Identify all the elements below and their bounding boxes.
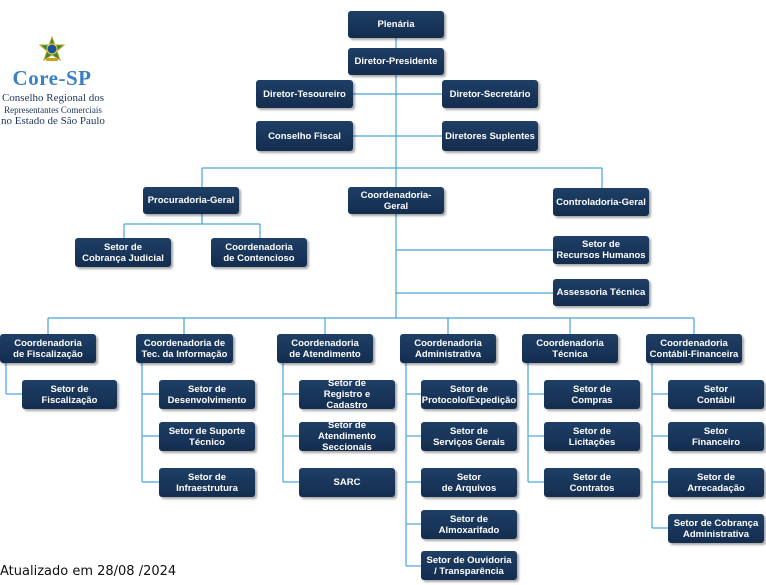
setor-contabil-box: Setor Contábil: [668, 380, 764, 409]
setor-suporte-tecnico-box: Setor de Suporte Técnico: [159, 422, 255, 451]
setor-registro-cadastro-box: Setor de Registro e Cadastro: [299, 378, 395, 411]
procuradoria-geral-box: Procuradoria-Geral: [143, 187, 239, 214]
coordenadoria-administrativa-box: Coordenadoria Administrativa: [400, 334, 496, 363]
setor-licitacoes-box: Setor de Licitações: [544, 422, 640, 451]
conselho-fiscal-box: Conselho Fiscal: [256, 121, 353, 151]
plenaria-box: Plenária: [348, 11, 444, 38]
sarc-box: SARC: [299, 468, 395, 497]
controladoria-geral-box: Controladoria-Geral: [553, 188, 649, 216]
coordenadoria-fiscalizacao-box: Coordenadoria de Fiscalização: [0, 334, 96, 363]
diretor-tesoureiro-box: Diretor-Tesoureiro: [256, 80, 353, 108]
coordenadoria-geral-box: Coordenadoria-Geral: [348, 187, 444, 214]
coordenadoria-contencioso-box: Coordenadoria de Contencioso: [211, 238, 307, 267]
assessoria-tecnica-box: Assessoria Técnica: [553, 279, 649, 306]
setor-cobranca-administrativa-box: Setor de Cobrança Administrativa: [668, 514, 764, 543]
setor-infraestrutura-box: Setor de Infraestrutura: [159, 468, 255, 497]
coordenadoria-contabil-financeira-box: Coordenadoria Contábil-Financeira: [646, 334, 742, 363]
logo-subtitle-line3: no Estado de São Paulo: [1, 115, 105, 127]
setor-ouvidoria-transparencia-box: Setor de Ouvidoria / Transparência: [421, 551, 517, 580]
setor-arrecadacao-box: Setor de Arrecadação: [668, 468, 764, 497]
setor-servicos-gerais-box: Setor de Serviços Gerais: [421, 422, 517, 451]
brazil-coat-of-arms-icon: [38, 36, 66, 62]
setor-atendimento-seccionais-box: Setor de Atendimento Seccionais: [299, 420, 395, 453]
setor-compras-box: Setor de Compras: [544, 380, 640, 409]
logo-subtitle-line2: Representantes Comerciais: [4, 105, 102, 115]
setor-almoxarifado-box: Setor de Almoxarifado: [421, 510, 517, 539]
coordenadoria-atendimento-box: Coordenadoria de Atendimento: [277, 334, 373, 363]
setor-protocolo-expedicao-box: Setor de Protocolo/Expedição: [421, 380, 517, 409]
setor-contratos-box: Setor de Contratos: [544, 468, 640, 497]
logo-subtitle-line1: Conselho Regional dos: [1, 92, 105, 104]
diretor-secretario-box: Diretor-Secretário: [442, 80, 538, 108]
setor-desenvolvimento-box: Setor de Desenvolvimento: [159, 380, 255, 409]
setor-recursos-humanos-box: Setor de Recursos Humanos: [553, 236, 649, 264]
logo-title: Core-SP: [12, 66, 92, 90]
setor-financeiro-box: Setor Financeiro: [668, 422, 764, 451]
updated-date-text: Atualizado em 28/08 /2024: [0, 564, 177, 579]
setor-cobranca-judicial-box: Setor de Cobrança Judicial: [75, 238, 171, 267]
coordenadoria-ti-box: Coordenadoria de Tec. da Informação: [136, 334, 233, 363]
diretor-presidente-box: Diretor-Presidente: [348, 48, 444, 75]
coordenadoria-tecnica-box: Coordenadoria Técnica: [522, 334, 618, 363]
setor-fiscalizacao-box: Setor de Fiscalização: [22, 380, 117, 409]
setor-arquivos-box: Setor de Arquivos: [421, 468, 517, 497]
diretores-suplentes-box: Diretores Suplentes: [442, 121, 538, 151]
